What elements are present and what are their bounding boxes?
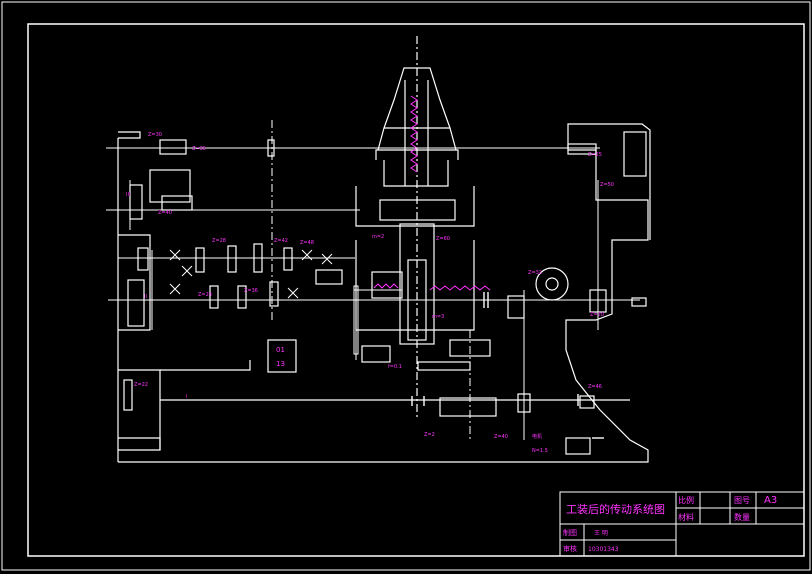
drawing-title: 工装后的传动系统图	[566, 502, 665, 516]
label-gear-pair-left: Z=35	[192, 146, 206, 152]
label-bottom-wheel: Z=40	[494, 434, 508, 440]
label-top-left-gear: Z=30	[148, 132, 162, 138]
spindle-spring	[410, 95, 418, 173]
label-motor: 电机	[532, 433, 542, 440]
belt-pulley	[353, 285, 402, 355]
label-mid-gear-e: Z=48	[300, 240, 314, 246]
drawn-by: 王 明	[594, 530, 608, 537]
bearing-marks	[411, 292, 604, 439]
label-right-motor: Z=32	[528, 270, 542, 276]
bevel-symbols	[169, 249, 333, 299]
control-box: 01 13	[276, 346, 285, 368]
label-right-cam: Z=20	[590, 312, 604, 318]
checked-value: 10301343	[588, 546, 619, 553]
label-shaft-i: I	[186, 394, 187, 400]
label-rack: m=3	[432, 314, 444, 320]
label-mid-gear-d: Z=24	[198, 292, 212, 298]
gear-blocks	[123, 131, 647, 455]
label-mid-gear-b: Z=36	[244, 288, 258, 294]
label-gear-pair-left2: Z=40	[158, 210, 172, 216]
title-block-text: 工装后的传动系统图 比例 材料 图号 数量 A3 制图 王 明 审核 10301…	[563, 495, 777, 553]
label-bottom-motor: N=1.5	[532, 448, 548, 454]
label-shaft-iii: III	[126, 192, 130, 198]
drawn-label: 制图	[563, 528, 577, 537]
quantity-label: 数量	[734, 512, 750, 522]
component-labels: Z=30 Z=35 Z=40 I II III Z=28 Z=36 Z=42 Z…	[126, 132, 614, 454]
cam	[535, 267, 569, 301]
label-mid-gear-c: Z=42	[274, 238, 288, 244]
label-bottom-worm: Z=2	[424, 432, 435, 438]
label-spindle-worm: m=2	[372, 234, 384, 240]
label-right-gear-top2: Z=50	[600, 182, 614, 188]
label-lower-left-gear: Z=22	[134, 382, 148, 388]
label-shaft-ii: II	[144, 294, 147, 300]
checked-label: 审核	[563, 544, 577, 553]
label-mid-gear-a: Z=28	[212, 238, 226, 244]
shafts	[106, 120, 640, 440]
rack-left	[373, 283, 399, 289]
count-label: 图号	[734, 496, 750, 505]
material-label: 材料	[678, 512, 694, 522]
label-spindle-wheel: Z=60	[436, 236, 450, 242]
sheet-size: A3	[764, 495, 777, 506]
title-block	[559, 491, 805, 557]
control-box-top: 01	[276, 346, 285, 354]
inner-frame	[27, 23, 805, 557]
control-box-bottom: 13	[276, 360, 285, 368]
rack	[429, 285, 491, 291]
label-lower-right-gear: Z=46	[588, 384, 602, 390]
scale-label: 比例	[678, 495, 694, 505]
label-feed: f=0.1	[388, 364, 402, 370]
label-right-gear-top: Z=25	[588, 152, 602, 158]
